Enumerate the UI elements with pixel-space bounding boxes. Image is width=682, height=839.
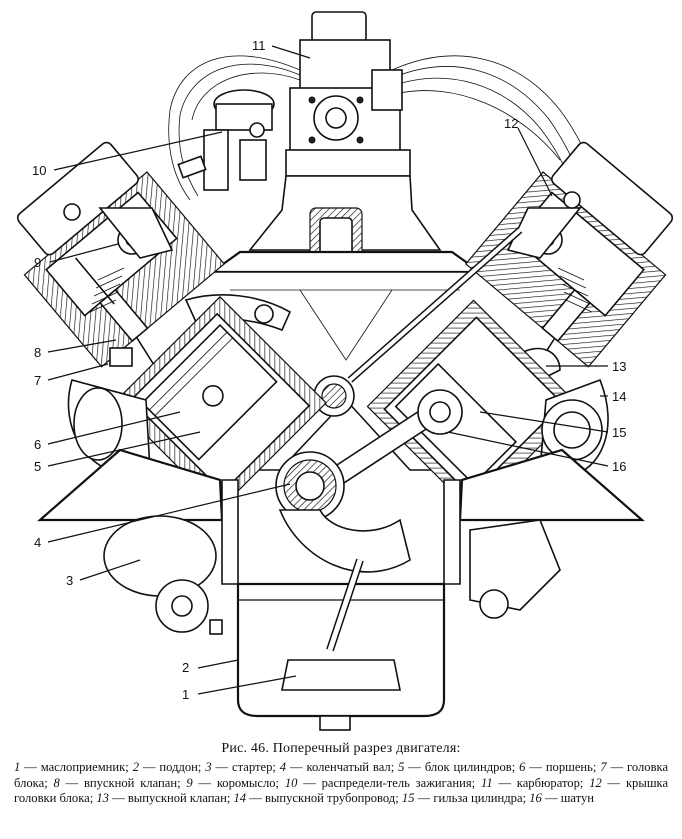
caption-legend: 1 — маслоприемник; 2 — поддон; 3 — старт… xyxy=(14,760,669,806)
legend-num-3: 3 xyxy=(205,760,212,774)
callout-10: 10 xyxy=(32,163,46,178)
left-cylinder xyxy=(113,296,327,510)
right-rocker-arm xyxy=(506,191,582,259)
legend-text-14: выпускной трубопровод xyxy=(264,791,396,806)
legend-num-15: 15 xyxy=(401,791,415,806)
callout-1: 1 xyxy=(182,687,189,702)
engine-cross-section-figure: 1 2 3 4 5 6 7 8 9 10 11 12 13 14 15 16 xyxy=(16,11,674,731)
right-accessory xyxy=(469,519,561,619)
legend-text-2: поддон xyxy=(159,760,198,774)
right-cylinder-head xyxy=(465,141,674,368)
legend-num-13: 13 xyxy=(96,791,109,806)
oil-pickup xyxy=(281,558,401,691)
callout-labels: 1 2 3 4 5 6 7 8 9 10 11 12 13 14 15 16 xyxy=(32,38,626,702)
engine-drawing: 1 2 3 4 5 6 7 8 9 10 11 12 13 14 15 16 xyxy=(16,11,674,731)
legend-text-6: поршень xyxy=(545,760,593,774)
legend-text-16: шатун xyxy=(560,791,595,806)
legend-num-9: 9 xyxy=(186,775,193,790)
intake-manifold xyxy=(208,175,484,281)
callout-2: 2 xyxy=(182,660,189,675)
left-valve-spring xyxy=(89,267,125,313)
legend-text-12: крышка головки блока xyxy=(14,775,669,806)
legend-text-15: гильза цилиндра xyxy=(433,791,523,806)
starter xyxy=(103,515,223,635)
legend-text-7: головка блока xyxy=(14,760,669,790)
legend-num-16: 16 xyxy=(529,791,542,806)
left-rocker-arm xyxy=(63,203,174,259)
legend-num-2: 2 xyxy=(132,760,139,774)
legend-text-11: карбюратор xyxy=(516,775,580,790)
legend-num-12: 12 xyxy=(589,775,602,790)
callout-7: 7 xyxy=(34,373,41,388)
callout-5: 5 xyxy=(34,459,41,474)
camshaft xyxy=(313,375,355,417)
legend-num-7: 7 xyxy=(600,760,607,774)
leader-lines xyxy=(47,45,609,695)
callout-6: 6 xyxy=(34,437,41,452)
crankshaft xyxy=(275,451,411,573)
caption-title: Рис. 46. Поперечный разрез двигателя: xyxy=(221,741,461,756)
legend-text-10: распредели-тель зажигания xyxy=(321,775,472,790)
callout-14: 14 xyxy=(612,389,626,404)
callout-3: 3 xyxy=(66,573,73,588)
legend-text-13: выпускной клапан xyxy=(127,791,227,806)
legend-num-5: 5 xyxy=(398,760,405,774)
callout-16: 16 xyxy=(612,459,626,474)
legend-num-4: 4 xyxy=(279,760,287,774)
legend-num-10: 10 xyxy=(284,775,298,790)
callout-4: 4 xyxy=(34,535,41,550)
legend-num-11: 11 xyxy=(480,775,493,790)
callout-12: 12 xyxy=(504,116,518,131)
legend-text-5: блок цилиндров xyxy=(424,760,512,774)
callout-8: 8 xyxy=(34,345,41,360)
left-block-wall xyxy=(221,479,239,585)
left-intake-valve xyxy=(109,347,133,367)
ignition-distributor xyxy=(177,89,275,191)
right-block-wall xyxy=(443,479,461,585)
carburetor xyxy=(285,11,411,177)
legend-text-8: впускной клапан xyxy=(83,775,178,790)
legend-text-3: стартер xyxy=(232,760,273,774)
legend-text-4: коленчатый вал xyxy=(306,760,391,774)
figure-caption: Рис. 46. Поперечный разрез двигателя: 1 … xyxy=(14,741,668,807)
legend-num-6: 6 xyxy=(519,760,526,774)
right-valve-spring xyxy=(557,267,593,313)
right-crankcase-flange xyxy=(458,448,645,522)
legend-text-9: коромысло xyxy=(216,775,276,790)
left-lever-pivot xyxy=(254,304,274,324)
callout-15: 15 xyxy=(612,425,626,440)
legend-text-1: маслоприемник xyxy=(40,760,126,774)
legend-num-14: 14 xyxy=(233,791,247,806)
legend-num-1: 1 xyxy=(14,760,21,774)
callout-11: 11 xyxy=(252,38,266,53)
callout-9: 9 xyxy=(34,255,41,270)
legend-num-8: 8 xyxy=(53,775,60,790)
callout-13: 13 xyxy=(612,359,626,374)
